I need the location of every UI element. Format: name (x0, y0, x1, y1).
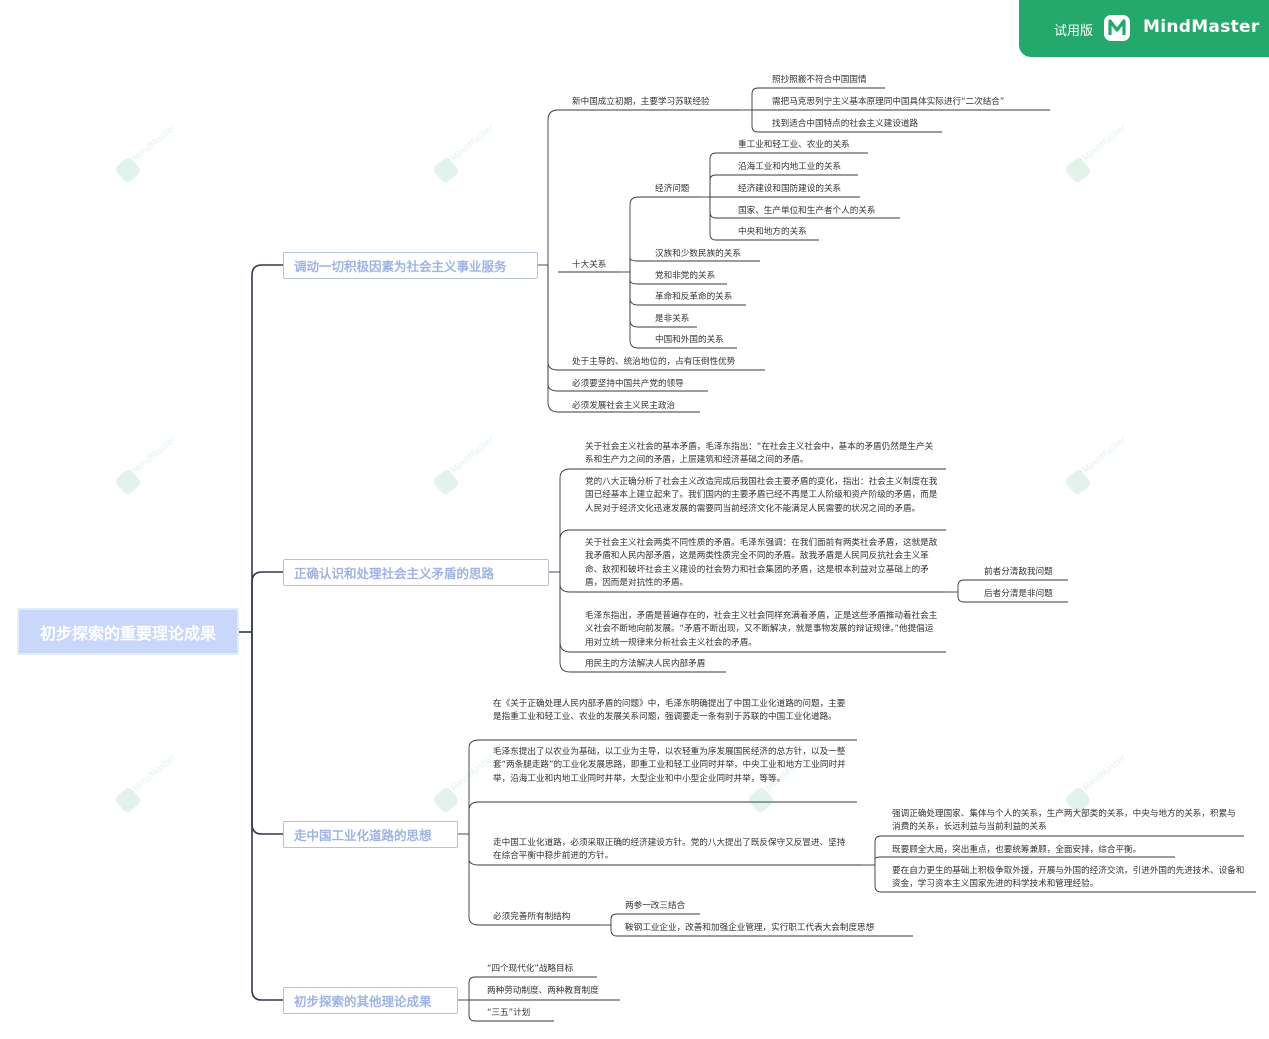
topic-two-types-contradictions[interactable]: 关于社会主义社会两类不同性质的矛盾。毛泽东强调：在我们面前有两类社会矛盾，这就是… (585, 538, 938, 588)
svg-text:MindMaster: MindMaster (132, 435, 179, 477)
subtopic-han-minorities[interactable]: 汉族和少数民族的关系 (655, 249, 741, 259)
topic-early-soviet-learning[interactable]: 新中国成立初期，主要学习苏联经验 (572, 97, 710, 107)
watermark-mark: MindMaster (1062, 122, 1132, 192)
topic-basic-contradiction[interactable]: 关于社会主义社会的基本矛盾，毛泽东指出：“在社会主义社会中，基本的矛盾仍然是生产… (585, 442, 934, 466)
subtopic-overall-balance[interactable]: 既要顾全大局，突出重点，也要统筹兼顾，全面安排，综合平衡。 (892, 845, 1142, 855)
topic-ownership-structure[interactable]: 必须完善所有制结构 (493, 912, 571, 922)
svg-text:MindMaster: MindMaster (450, 753, 497, 795)
topic-two-systems[interactable]: 两种劳动制度、两种教育制度 (487, 986, 599, 996)
watermark-logo-icon: MindMaster (748, 753, 811, 813)
watermark-mark: MindMaster (430, 122, 500, 192)
topic-economic-issues[interactable]: 经济问题 (655, 184, 690, 194)
watermark-mark: MindMaster (112, 752, 182, 822)
svg-text:MindMaster: MindMaster (132, 123, 179, 165)
watermark-mark: MindMaster (1062, 752, 1132, 822)
topic-ten-relationships[interactable]: 十大关系 (572, 260, 607, 270)
topic-contradictions-universal[interactable]: 毛泽东指出，矛盾是普遍存在的，社会主义社会同样充满着矛盾，正是这些矛盾推动着社会… (585, 611, 938, 648)
main-topic-socialist-contradictions[interactable]: 正确认识和处理社会主义矛盾的思路 (283, 559, 549, 586)
watermark-mark: MindMaster (1062, 434, 1132, 504)
main-topic-mobilize-positive-factors[interactable]: 调动一切积极因素为社会主义事业服务 (283, 252, 538, 279)
svg-text:MindMaster: MindMaster (132, 753, 179, 795)
topic-agriculture-foundation[interactable]: 毛泽东提出了以农业为基础，以工业为主导，以农轻重为序发展国民经济的总方针，以及一… (493, 747, 846, 784)
watermark-logo-icon: MindMaster (1065, 753, 1129, 813)
watermark-mark: MindMaster (745, 752, 815, 822)
subtopic-two-participations[interactable]: 两参一改三结合 (625, 901, 686, 911)
topic-four-modernizations[interactable]: “四个现代化”战略目标 (487, 964, 574, 974)
topic-industrialization-question[interactable]: 在《关于正确处理人民内部矛盾的问题》中，毛泽东明确提出了中国工业化道路的问题，主… (493, 699, 846, 723)
subtopic-party-nonparty[interactable]: 党和非党的关系 (655, 271, 716, 281)
topic-correct-policy[interactable]: 走中国工业化道路，必须采取正确的经济建设方针。党的八大提出了既反保守又反冒进、坚… (493, 838, 846, 862)
watermark-logo-icon: MindMaster (115, 753, 179, 813)
watermark-mark: MindMaster (430, 434, 500, 504)
subtopic-revolution-counter[interactable]: 革命和反革命的关系 (655, 292, 733, 302)
watermark-logo-icon: MindMaster (433, 435, 497, 495)
subtopic-handle-relations[interactable]: 强调正确处理国家、集体与个人的关系，生产两大部类的关系，中央与地方的关系，积累与… (892, 809, 1236, 833)
svg-text:MindMaster: MindMaster (1082, 123, 1129, 165)
topic-party-leadership[interactable]: 必须要坚持中国共产党的领导 (572, 379, 684, 389)
subtopic-self-reliance-foreign-aid[interactable]: 要在自力更生的基础上积极争取外援，开展与外国的经济交流，引进外国的先进技术、设备… (892, 866, 1245, 890)
mindmaster-trial-badge[interactable]: 试用版 MindMaster (1019, 0, 1269, 57)
subtopic-coastal-inland[interactable]: 沿海工业和内地工业的关系 (738, 162, 842, 172)
svg-text:MindMaster: MindMaster (1082, 435, 1129, 477)
topic-socialist-democracy[interactable]: 必须发展社会主义民主政治 (572, 401, 676, 411)
svg-text:MindMaster: MindMaster (1082, 753, 1129, 795)
watermark-logo-icon: MindMaster (115, 435, 179, 495)
watermark-logo-icon: MindMaster (1065, 123, 1129, 183)
topic-third-five-year-plan[interactable]: “三五”计划 (487, 1008, 531, 1018)
main-topic-other-achievements[interactable]: 初步探索的其他理论成果 (283, 987, 458, 1014)
mindmaster-logo-icon (1104, 15, 1130, 41)
topic-democratic-method[interactable]: 用民主的方法解决人民内部矛盾 (585, 659, 706, 669)
watermark-logo-icon: MindMaster (433, 753, 497, 813)
subtopic-state-unit-individual[interactable]: 国家、生产单位和生产者个人的关系 (738, 206, 876, 216)
svg-text:MindMaster: MindMaster (450, 435, 497, 477)
svg-text:MindMaster: MindMaster (450, 123, 497, 165)
subtopic-find-road[interactable]: 找到适合中国特点的社会主义建设道路 (772, 119, 919, 129)
subtopic-right-wrong[interactable]: 是非关系 (655, 314, 690, 324)
subtopic-central-local[interactable]: 中央和地方的关系 (738, 227, 807, 237)
subtopic-enemy-vs-us[interactable]: 前者分清敌我问题 (984, 567, 1053, 577)
watermark-mark: MindMaster (112, 434, 182, 504)
subtopic-right-vs-wrong[interactable]: 后者分清是非问题 (984, 589, 1053, 599)
root-topic[interactable]: 初步探索的重要理论成果 (17, 608, 239, 655)
subtopic-economy-defense[interactable]: 经济建设和国防建设的关系 (738, 184, 842, 194)
subtopic-copy-not-fit[interactable]: 照抄照搬不符合中国国情 (772, 75, 867, 85)
topic-dominant-position[interactable]: 处于主导的、统治地位的，占有压倒性优势 (572, 357, 736, 367)
trial-label: 试用版 (1054, 24, 1094, 39)
topic-eighth-congress-contradiction[interactable]: 党的八大正确分析了社会主义改造完成后我国社会主要矛盾的变化，指出：社会主义制度在… (585, 477, 938, 514)
main-topic-industrialization-road[interactable]: 走中国工业化道路的思想 (283, 821, 458, 848)
subtopic-angang-enterprise[interactable]: 鞍钢工业企业，改善和加强企业管理，实行职工代表大会制度思想 (625, 923, 875, 933)
watermark-mark: MindMaster (112, 122, 182, 192)
watermark-logo-icon: MindMaster (433, 123, 497, 183)
brand-name: MindMaster (1143, 17, 1260, 37)
watermark-logo-icon: MindMaster (115, 123, 179, 183)
watermark-mark: MindMaster (430, 752, 500, 822)
watermark-logo-icon: MindMaster (1065, 435, 1129, 495)
subtopic-second-combination[interactable]: 需把马克思列宁主义基本原理同中国具体实际进行“二次结合” (772, 97, 1005, 107)
subtopic-heavy-light-industry[interactable]: 重工业和轻工业、农业的关系 (738, 140, 850, 150)
subtopic-china-foreign[interactable]: 中国和外国的关系 (655, 335, 724, 345)
